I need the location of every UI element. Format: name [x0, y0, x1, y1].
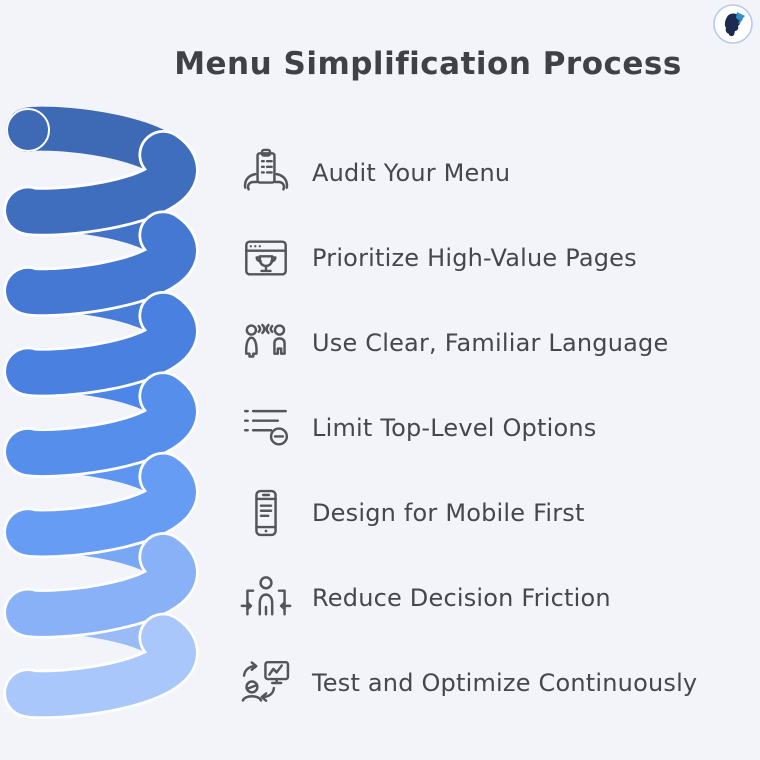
step-label: Design for Mobile First: [312, 498, 585, 527]
person-converge-arrows-icon: [238, 571, 294, 625]
step-label: Use Clear, Familiar Language: [312, 328, 669, 357]
page-title: Menu Simplification Process: [174, 46, 682, 82]
step-label: Reduce Decision Friction: [312, 583, 611, 612]
step-row: Limit Top-Level Options: [238, 385, 756, 470]
audit-menu-icon: [238, 146, 294, 200]
spiral-spring-graphic: [3, 106, 199, 720]
step-row: Prioritize High-Value Pages: [238, 215, 756, 300]
head-rocket-logo: [712, 3, 754, 45]
person-chart-cycle-icon: [238, 656, 294, 710]
people-conversation-icon: [238, 316, 294, 370]
browser-trophy-icon: [238, 231, 294, 285]
step-row: Use Clear, Familiar Language: [238, 300, 756, 385]
step-row: Audit Your Menu: [238, 130, 756, 215]
step-label: Audit Your Menu: [312, 158, 511, 187]
mobile-phone-icon: [238, 486, 294, 540]
step-row: Test and Optimize Continuously: [238, 640, 756, 725]
list-remove-icon: [238, 401, 294, 455]
step-label: Prioritize High-Value Pages: [312, 243, 637, 272]
step-row: Design for Mobile First: [238, 470, 756, 555]
step-row: Reduce Decision Friction: [238, 555, 756, 640]
step-label: Test and Optimize Continuously: [312, 668, 698, 697]
process-steps-list: Audit Your Menu Prioritize High-Value Pa…: [238, 130, 756, 725]
step-label: Limit Top-Level Options: [312, 413, 597, 442]
